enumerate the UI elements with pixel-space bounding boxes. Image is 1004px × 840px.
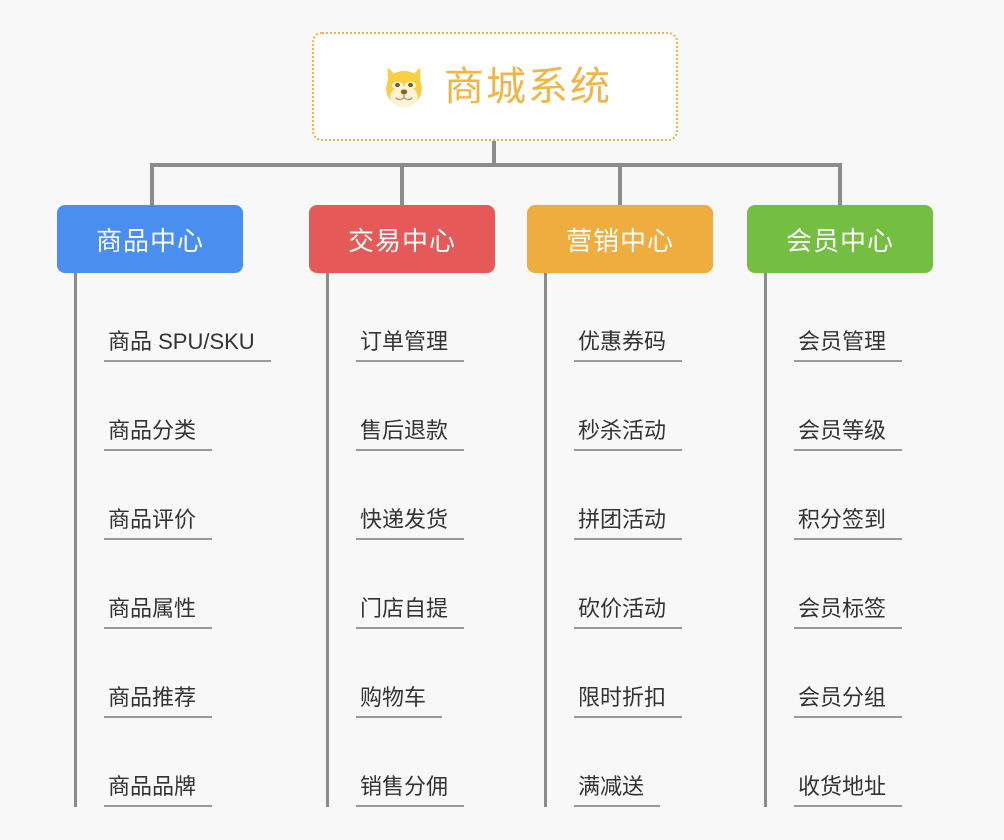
branch-marketing-center: 营销中心 优惠券码 秒杀活动 拼团活动 砍价活动 限时折扣 满减送 xyxy=(527,205,713,823)
leaf-label: 满减送 xyxy=(574,774,661,807)
connector-horizontal-bus xyxy=(150,163,842,167)
leaf-label: 积分签到 xyxy=(794,507,903,540)
leaf-list-3: 会员管理 会员等级 积分签到 会员标签 会员分组 收货地址 xyxy=(764,273,933,807)
list-item[interactable]: 商品分类 xyxy=(74,362,271,451)
leaf-list-2: 优惠券码 秒杀活动 拼团活动 砍价活动 限时折扣 满减送 xyxy=(544,273,713,807)
list-item[interactable]: 收货地址 xyxy=(764,718,933,807)
list-item[interactable]: 购物车 xyxy=(326,629,495,718)
list-item[interactable]: 快递发货 xyxy=(326,451,495,540)
connector-drop-branch-2 xyxy=(618,163,622,205)
leaf-label: 会员分组 xyxy=(794,685,903,718)
list-item[interactable]: 限时折扣 xyxy=(544,629,713,718)
list-item[interactable]: 会员分组 xyxy=(764,629,933,718)
leaf-label: 拼团活动 xyxy=(574,507,683,540)
connector-drop-branch-0 xyxy=(150,163,154,205)
list-item[interactable]: 商品推荐 xyxy=(74,629,271,718)
leaf-list-1: 订单管理 售后退款 快递发货 门店自提 购物车 销售分佣 xyxy=(326,273,495,807)
list-item[interactable]: 积分签到 xyxy=(764,451,933,540)
leaf-list-0: 商品 SPU/SKU 商品分类 商品评价 商品属性 商品推荐 商品品牌 xyxy=(74,273,271,807)
leaf-label: 销售分佣 xyxy=(356,774,465,807)
leaf-label: 会员标签 xyxy=(794,596,903,629)
branch-trade-center: 交易中心 订单管理 售后退款 快递发货 门店自提 购物车 销售分佣 xyxy=(309,205,495,823)
leaf-label: 购物车 xyxy=(356,685,443,718)
connector-drop-branch-3 xyxy=(838,163,842,205)
branch-header-0[interactable]: 商品中心 xyxy=(57,205,243,273)
branch-header-2[interactable]: 营销中心 xyxy=(527,205,713,273)
list-item[interactable]: 秒杀活动 xyxy=(544,362,713,451)
branch-header-3[interactable]: 会员中心 xyxy=(747,205,933,273)
leaf-label: 优惠券码 xyxy=(574,329,683,362)
leaf-label: 限时折扣 xyxy=(574,685,683,718)
branch-product-center: 商品中心 商品 SPU/SKU 商品分类 商品评价 商品属性 商品推荐 商品品牌 xyxy=(57,205,271,823)
leaf-label: 商品推荐 xyxy=(104,685,213,718)
root-node[interactable]: 商城系统 xyxy=(312,32,678,141)
root-title: 商城系统 xyxy=(444,64,612,109)
list-item[interactable]: 门店自提 xyxy=(326,540,495,629)
leaf-label: 砍价活动 xyxy=(574,596,683,629)
list-item[interactable]: 商品 SPU/SKU xyxy=(74,273,271,362)
list-item[interactable]: 会员标签 xyxy=(764,540,933,629)
list-item[interactable]: 会员等级 xyxy=(764,362,933,451)
list-item[interactable]: 订单管理 xyxy=(326,273,495,362)
list-item[interactable]: 销售分佣 xyxy=(326,718,495,807)
list-item[interactable]: 优惠券码 xyxy=(544,273,713,362)
leaf-label: 秒杀活动 xyxy=(574,418,683,451)
leaf-label: 会员管理 xyxy=(794,329,903,362)
connector-root-stem xyxy=(492,141,496,165)
list-item[interactable]: 砍价活动 xyxy=(544,540,713,629)
list-item[interactable]: 满减送 xyxy=(544,718,713,807)
leaf-label: 快递发货 xyxy=(356,507,465,540)
leaf-label: 门店自提 xyxy=(356,596,465,629)
leaf-label: 商品分类 xyxy=(104,418,213,451)
list-item[interactable]: 拼团活动 xyxy=(544,451,713,540)
leaf-label: 商品 SPU/SKU xyxy=(104,329,271,362)
shiba-dog-face-icon xyxy=(386,67,422,107)
list-item[interactable]: 商品评价 xyxy=(74,451,271,540)
list-item[interactable]: 商品属性 xyxy=(74,540,271,629)
connector-drop-branch-1 xyxy=(400,163,404,205)
list-item[interactable]: 商品品牌 xyxy=(74,718,271,807)
branch-member-center: 会员中心 会员管理 会员等级 积分签到 会员标签 会员分组 收货地址 xyxy=(747,205,933,823)
leaf-label: 订单管理 xyxy=(356,329,465,362)
leaf-label: 商品评价 xyxy=(104,507,213,540)
leaf-label: 收货地址 xyxy=(794,774,903,807)
branch-header-1[interactable]: 交易中心 xyxy=(309,205,495,273)
leaf-label: 会员等级 xyxy=(794,418,903,451)
leaf-label: 商品品牌 xyxy=(104,774,213,807)
leaf-label: 商品属性 xyxy=(104,596,213,629)
list-item[interactable]: 会员管理 xyxy=(764,273,933,362)
list-item[interactable]: 售后退款 xyxy=(326,362,495,451)
leaf-label: 售后退款 xyxy=(356,418,465,451)
